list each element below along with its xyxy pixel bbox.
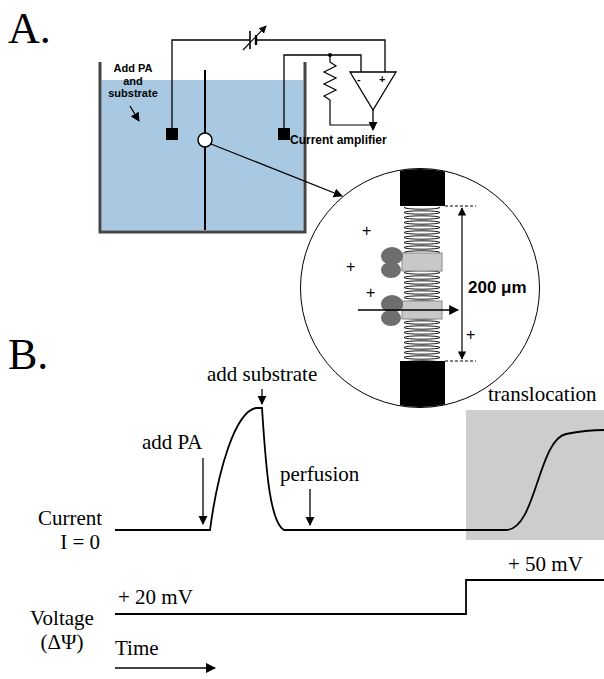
zoom-leader	[211, 144, 342, 196]
figure-label: +	[346, 258, 355, 276]
label-holder: Add PA and substrate	[105, 62, 161, 100]
label-holder: A.	[8, 4, 51, 55]
label-holder: add substrate	[207, 362, 317, 386]
label-holder: +	[362, 222, 371, 240]
label-holder: add PA	[142, 430, 203, 454]
variable-arrow	[243, 26, 266, 50]
aperture	[198, 133, 212, 147]
current-trace	[466, 430, 604, 530]
dimension-arrow	[461, 208, 462, 359]
event-arrow	[202, 458, 203, 524]
electrode	[166, 128, 178, 140]
figure-label: add substrate	[207, 362, 317, 386]
figure-label: add PA	[142, 430, 203, 454]
label-holder: +	[379, 73, 385, 86]
support-block	[400, 160, 445, 206]
wire	[284, 55, 361, 128]
label-holder: + 20 mV	[118, 585, 193, 609]
figure-label: B.	[8, 330, 48, 381]
figure-label: +	[379, 73, 385, 86]
addition-arrow	[130, 106, 139, 121]
node-label: translocation	[488, 382, 596, 406]
label-holder: +	[466, 326, 475, 344]
wire	[256, 40, 385, 72]
text-holder: 200 μm	[468, 278, 527, 298]
label-holder: +	[366, 284, 375, 302]
label-holder: Current amplifier	[290, 134, 387, 148]
lipid-bilayer	[402, 271, 442, 301]
label-holder: Current I = 0	[38, 506, 100, 554]
zoom-circle: 200 μm	[300, 168, 540, 408]
label-holder: Voltage (ΔΨ)	[22, 606, 102, 654]
dimension-line	[445, 206, 476, 207]
label-holder: +	[346, 258, 355, 276]
wire	[172, 40, 250, 128]
label-holder: perfusion	[280, 462, 359, 486]
lipid-bilayer	[402, 207, 442, 253]
event-arrow	[309, 489, 310, 525]
translocation-band: translocation	[466, 410, 604, 540]
voltage-trace	[115, 580, 604, 614]
support-block	[400, 361, 445, 411]
figure-label: +	[362, 222, 371, 240]
partition	[204, 70, 206, 230]
figure-label: -	[357, 73, 361, 86]
voltage-source	[249, 31, 251, 49]
amplifier-symbol	[350, 72, 396, 110]
electrode	[278, 128, 290, 140]
pa-protein	[381, 262, 401, 278]
dimension-line	[445, 361, 476, 362]
bath-wall	[100, 62, 305, 232]
output-arrow	[372, 110, 373, 130]
label-holder: + 50 mV	[508, 552, 583, 576]
label-holder: B.	[8, 330, 48, 381]
figure-label: Time	[115, 636, 159, 660]
pa-protein	[381, 310, 401, 326]
figure-label: + 20 mV	[118, 585, 193, 609]
support-blocks	[400, 160, 445, 411]
figure-label: perfusion	[280, 462, 359, 486]
time-arrow	[115, 667, 215, 669]
translocation-arrow	[358, 309, 458, 310]
sigmoid-trace	[466, 410, 604, 540]
bath-solution	[102, 80, 304, 231]
label-holder: Time	[115, 636, 159, 660]
figure-label: Current I = 0	[38, 506, 100, 554]
figure-label: +	[366, 284, 375, 302]
figure-label: + 50 mV	[508, 552, 583, 576]
event-arrow	[261, 389, 262, 404]
figure-label: A.	[8, 4, 51, 55]
figure-label: +	[466, 326, 475, 344]
text-holder: translocation	[488, 382, 596, 406]
node-label: 200 μm	[468, 278, 527, 298]
lipid-bilayer	[402, 319, 442, 361]
label-holder: -	[357, 73, 361, 86]
figure-label: Current amplifier	[290, 134, 387, 148]
channel	[402, 253, 442, 271]
current-trace	[115, 408, 466, 530]
junction-dot	[328, 53, 332, 57]
figure-label: Voltage (ΔΨ)	[22, 606, 102, 654]
figure-label: Add PA and substrate	[105, 62, 161, 100]
